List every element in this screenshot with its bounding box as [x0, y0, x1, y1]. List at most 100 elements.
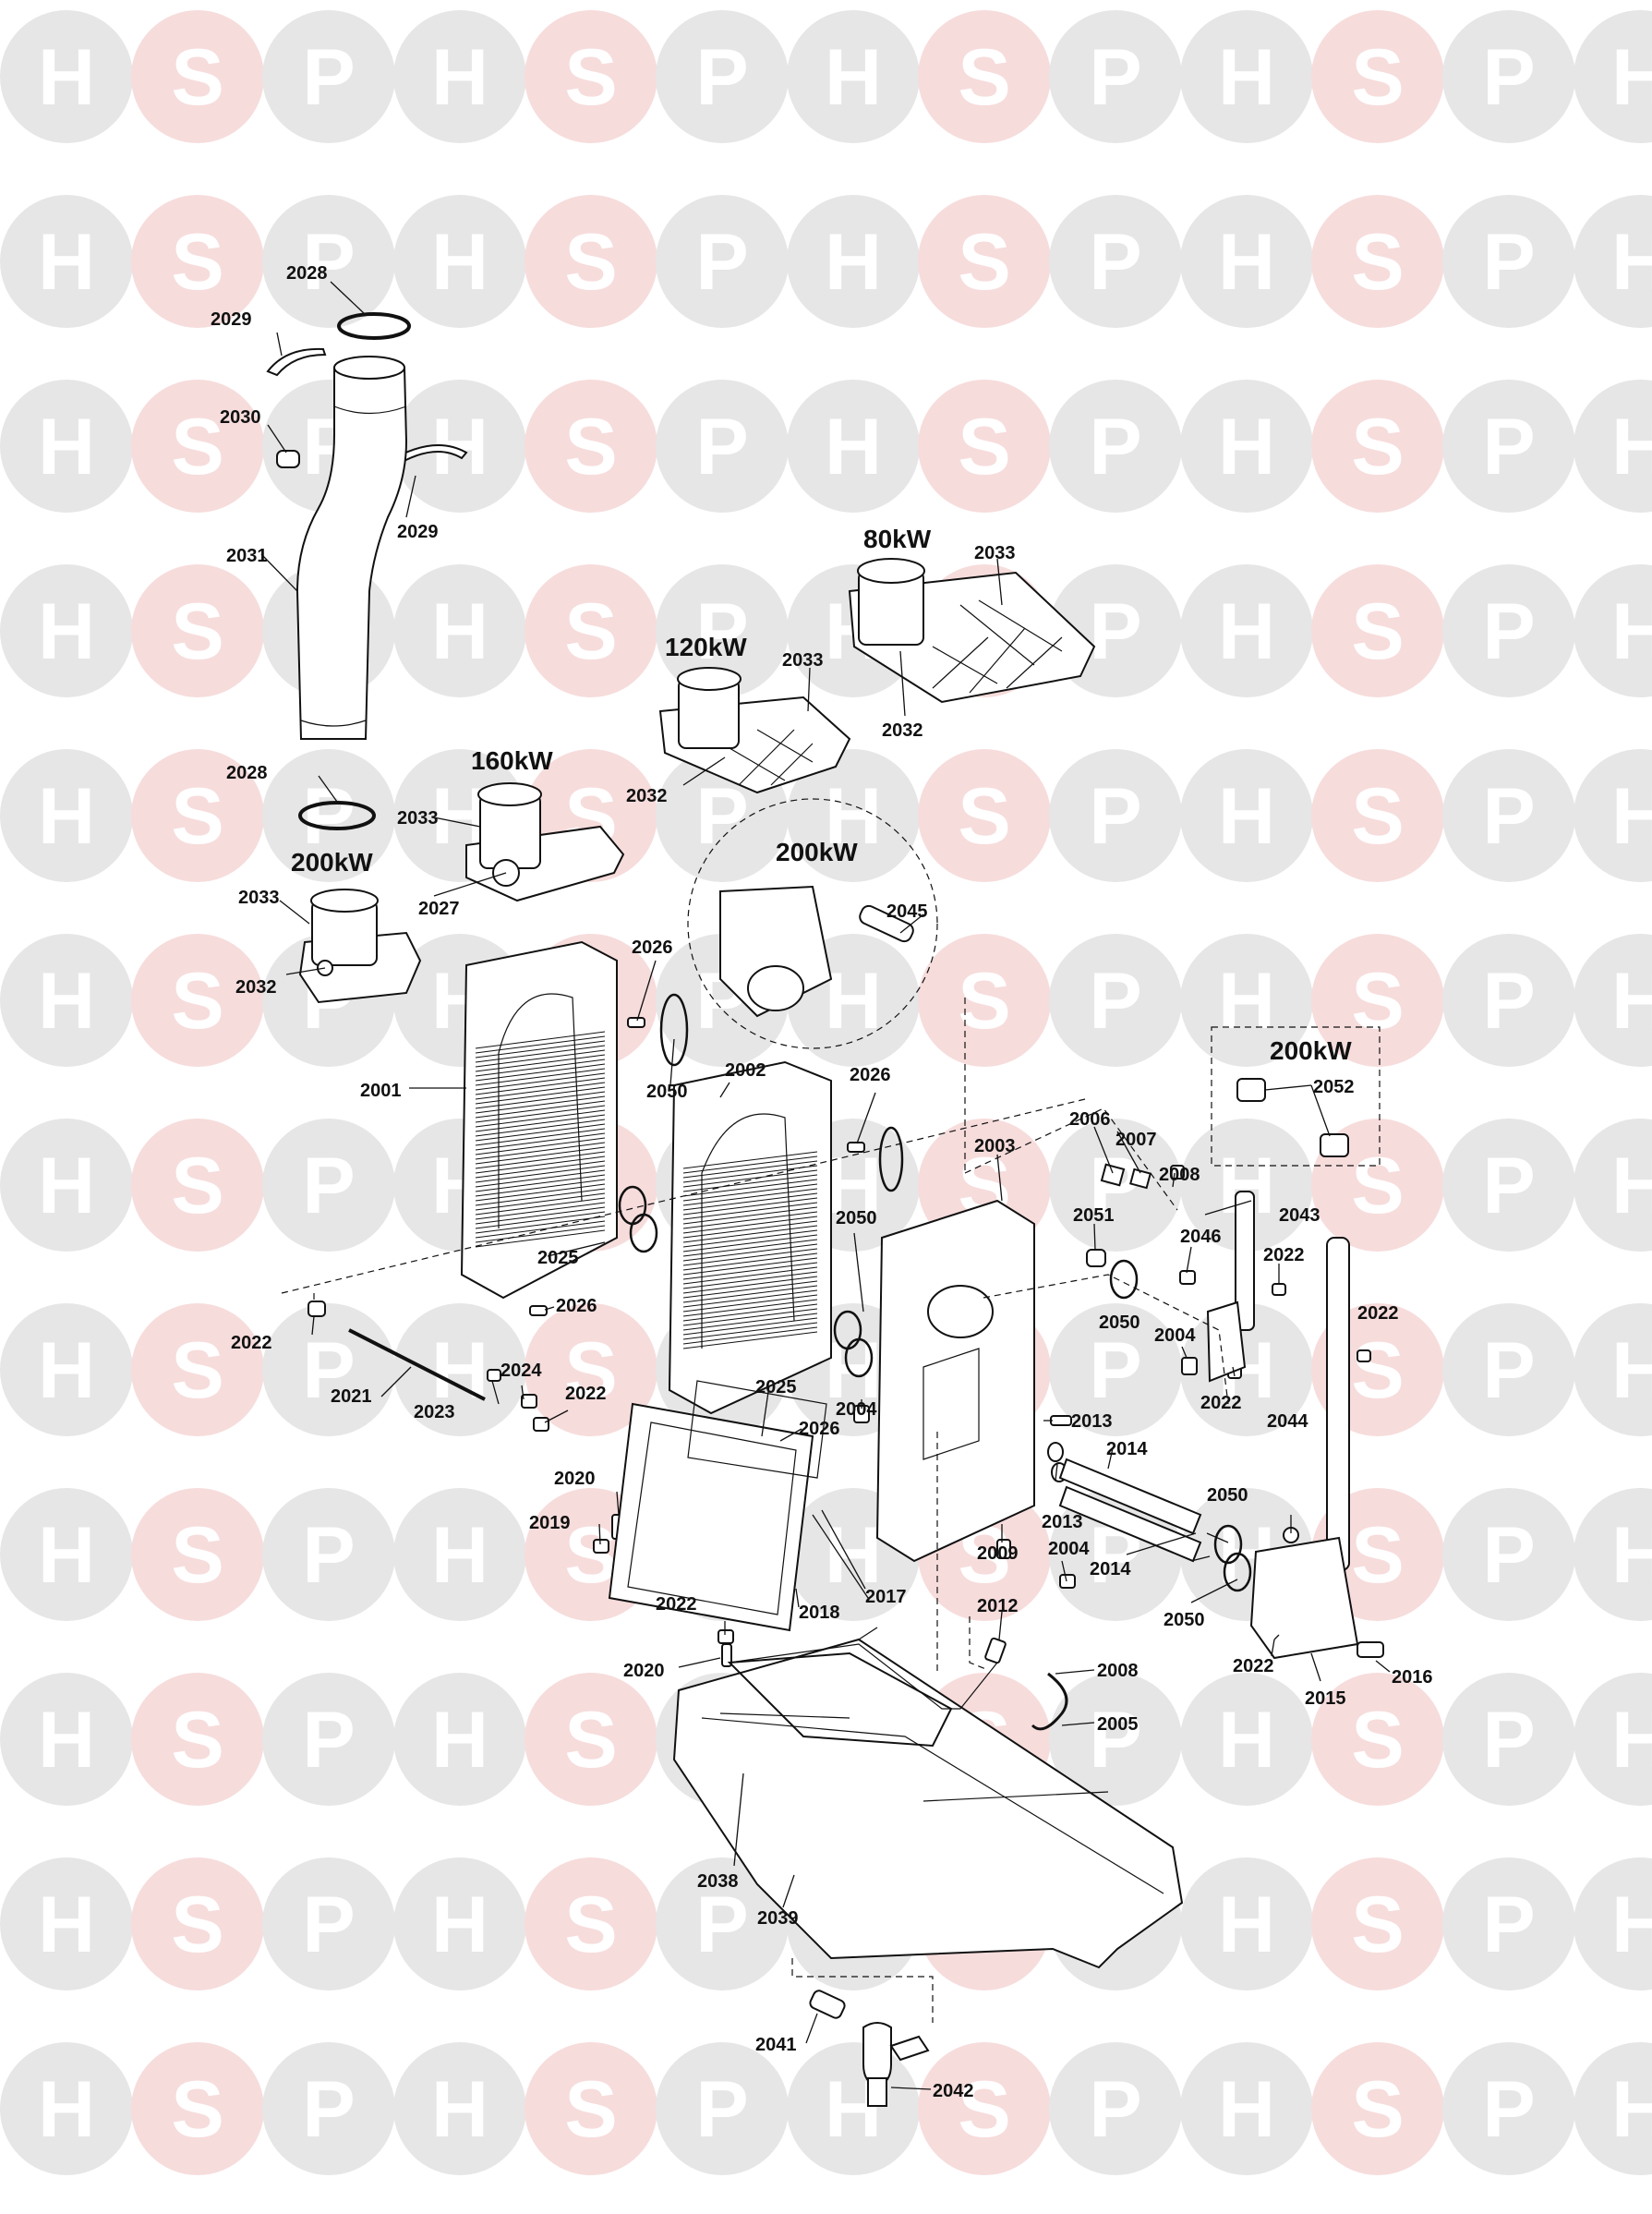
watermark-letter: S — [171, 403, 223, 491]
callout-2050: 2050 — [1207, 1485, 1248, 1506]
fin-line — [682, 1271, 818, 1289]
watermark-letter: S — [564, 33, 617, 122]
fin-line — [475, 1086, 606, 1105]
callout-2039: 2039 — [757, 1908, 799, 1929]
watermark-letter: S — [171, 772, 223, 861]
fin-line — [682, 1331, 818, 1349]
fin-line — [475, 1192, 606, 1211]
rating-200kw-detail: 200kW — [776, 838, 858, 866]
rating-80kw: 80kW — [863, 525, 932, 553]
fin-line — [682, 1289, 818, 1308]
fin-line — [475, 1183, 606, 1202]
callout-2014: 2014 — [1106, 1439, 1148, 1459]
o-ring-2028-top — [337, 312, 411, 340]
fin-line — [682, 1211, 818, 1229]
fin-line — [682, 1179, 818, 1197]
watermark-letter: S — [171, 33, 223, 122]
watermark-circle — [1311, 1673, 1444, 1806]
sensor-probe-2005 — [984, 1637, 1068, 1731]
watermark-circle — [1180, 1119, 1313, 1252]
detail-circle-200kw — [687, 798, 938, 1049]
fin-line — [682, 1262, 818, 1280]
watermark-circle — [131, 934, 264, 1067]
fin-line — [682, 1257, 818, 1276]
watermark-circle — [262, 1488, 395, 1621]
watermark-letter: P — [1089, 1326, 1141, 1415]
fin-line — [682, 1202, 818, 1220]
watermark-letter: H — [1218, 33, 1275, 122]
watermark-circle — [1049, 749, 1182, 882]
plug-2030 — [276, 450, 300, 468]
watermark-circle — [0, 1673, 133, 1806]
fin-line — [475, 1216, 606, 1234]
watermark-circle — [393, 2042, 526, 2175]
watermark-circle — [131, 1673, 264, 1806]
watermark-circle — [131, 380, 264, 513]
fin-line — [475, 1063, 606, 1082]
fin-line — [682, 1243, 818, 1262]
fin-line — [475, 1128, 606, 1146]
watermark-letter: H — [1611, 1142, 1652, 1230]
watermark-circle — [656, 2042, 789, 2175]
callout-2051: 2051 — [1073, 1205, 1115, 1226]
fin-line — [682, 1303, 818, 1322]
watermark-letter: H — [1611, 587, 1652, 676]
watermark-letter: S — [171, 2065, 223, 2154]
watermark-letter: P — [1482, 2065, 1535, 2154]
assembly-guide-lines — [281, 998, 1229, 2023]
flue-pipe-top-collar — [333, 356, 405, 380]
watermark-letter: P — [302, 772, 355, 861]
fin-line — [475, 1197, 606, 1216]
watermark-circle — [1574, 1119, 1652, 1252]
watermark-letter: H — [825, 1142, 882, 1230]
watermark-letter: P — [302, 1326, 355, 1415]
watermark-circle — [1574, 380, 1652, 513]
watermark-letter: P — [1089, 1696, 1141, 1785]
fin-line — [475, 1031, 606, 1049]
cover-160kw — [465, 782, 625, 902]
watermark-letter: H — [38, 1326, 95, 1415]
fin-line — [682, 1220, 818, 1239]
callout-2007: 2007 — [1115, 1130, 1157, 1150]
watermark-letter: S — [1351, 1142, 1404, 1230]
watermark-circle — [1049, 934, 1182, 1067]
watermark-letter: P — [302, 33, 355, 122]
callout-2050: 2050 — [1164, 1610, 1205, 1630]
callout-2033: 2033 — [397, 808, 439, 829]
watermark-letter: P — [1089, 33, 1141, 122]
watermark-letter: H — [38, 587, 95, 676]
watermark-circle — [1574, 749, 1652, 882]
watermark-circle — [131, 10, 264, 143]
watermark-circle — [918, 195, 1051, 328]
watermark-circle — [131, 564, 264, 697]
callout-2021: 2021 — [331, 1386, 372, 1407]
callout-2008: 2008 — [1097, 1661, 1139, 1681]
fin-line — [475, 1206, 606, 1225]
callout-2031: 2031 — [226, 546, 268, 566]
rating-200kw-right: 200kW — [1270, 1036, 1352, 1065]
fin-line — [475, 1082, 606, 1100]
watermark-letter: H — [1611, 1881, 1652, 1969]
o-ring-2028-bottom — [298, 801, 376, 830]
condensate-tray-2039 — [672, 1638, 1184, 1969]
fin-line — [682, 1160, 818, 1179]
watermark-letter: S — [1351, 1326, 1404, 1415]
watermark-circle — [656, 195, 789, 328]
watermark-letter: P — [1089, 772, 1141, 861]
watermark-letter: S — [171, 957, 223, 1046]
watermark-circle — [656, 564, 789, 697]
watermark-circle — [393, 1488, 526, 1621]
flue-tube-assembly — [266, 312, 468, 830]
fin-line — [682, 1183, 818, 1202]
fin-line — [682, 1294, 818, 1313]
callout-2008: 2008 — [1159, 1165, 1200, 1185]
fin-line — [682, 1322, 818, 1340]
watermark-letter: P — [695, 1881, 748, 1969]
fin-line — [682, 1326, 818, 1345]
watermark-letter: P — [1482, 33, 1535, 122]
watermark-letter: S — [1351, 1881, 1404, 1969]
watermark-circle — [918, 380, 1051, 513]
callout-2044: 2044 — [1267, 1411, 1308, 1432]
callout-2018: 2018 — [799, 1603, 840, 1623]
